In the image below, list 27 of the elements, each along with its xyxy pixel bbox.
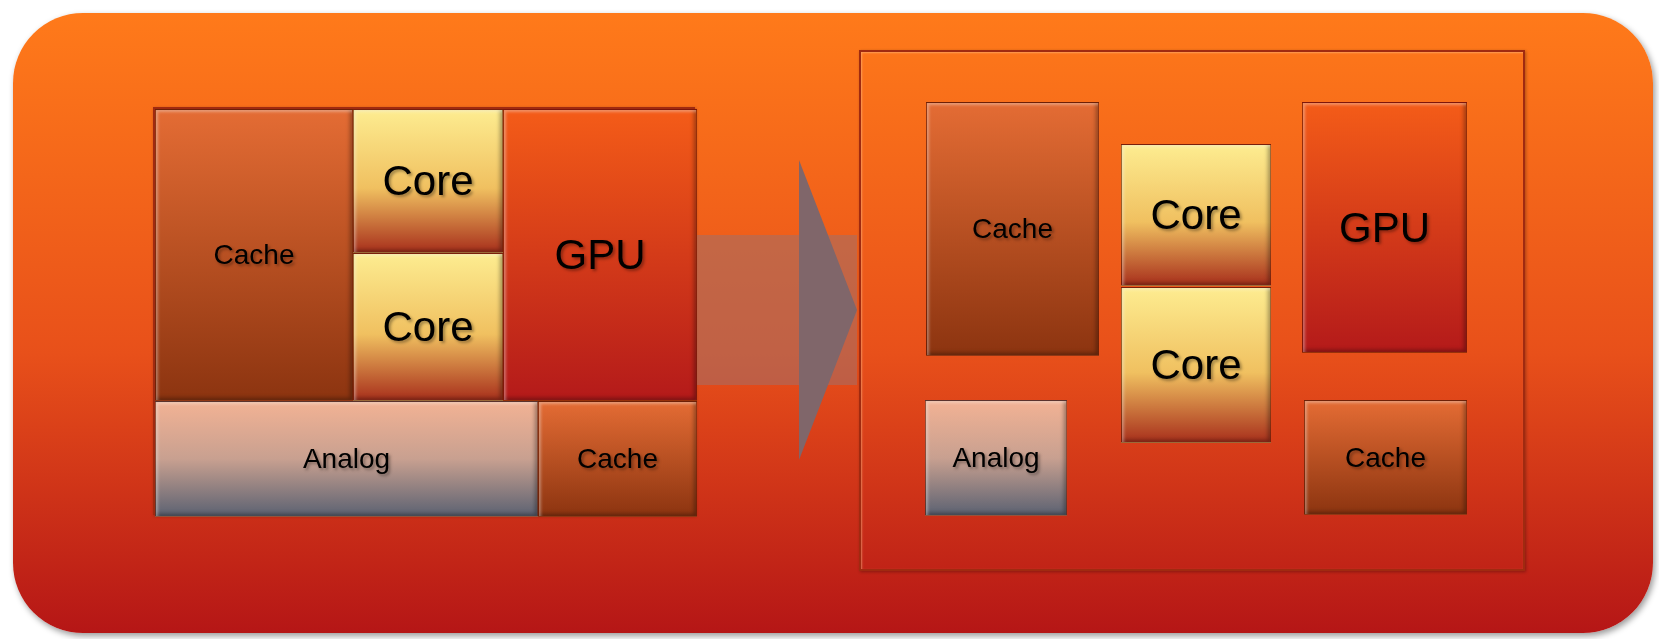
block-label: Cache	[577, 443, 658, 475]
analog-block	[925, 400, 1067, 516]
block-label: Cache	[972, 213, 1053, 245]
gpu-block	[1302, 102, 1467, 353]
chip-outline	[153, 107, 695, 515]
block-label: Core	[1150, 341, 1242, 389]
core-block	[353, 109, 503, 253]
core-block	[1121, 144, 1271, 286]
chip-outline	[859, 50, 1525, 571]
gpu-block	[503, 109, 697, 401]
block-label: Core	[1150, 191, 1242, 239]
arrow	[697, 160, 857, 460]
cache-block	[538, 401, 697, 517]
block-label: Core	[382, 157, 474, 205]
block-label: Analog	[302, 443, 391, 475]
block-label: Cache	[213, 239, 295, 271]
block-label: Core	[382, 303, 474, 351]
cache-block	[926, 102, 1099, 356]
cache-block	[155, 109, 353, 401]
block-label: Analog	[952, 442, 1040, 474]
block-label: GPU	[1339, 203, 1430, 252]
analog-block	[155, 401, 538, 517]
cache-block	[1304, 400, 1467, 515]
block-label: Cache	[1345, 441, 1426, 474]
core-block	[353, 253, 503, 401]
block-label: GPU	[554, 231, 646, 279]
core-block	[1121, 287, 1271, 443]
